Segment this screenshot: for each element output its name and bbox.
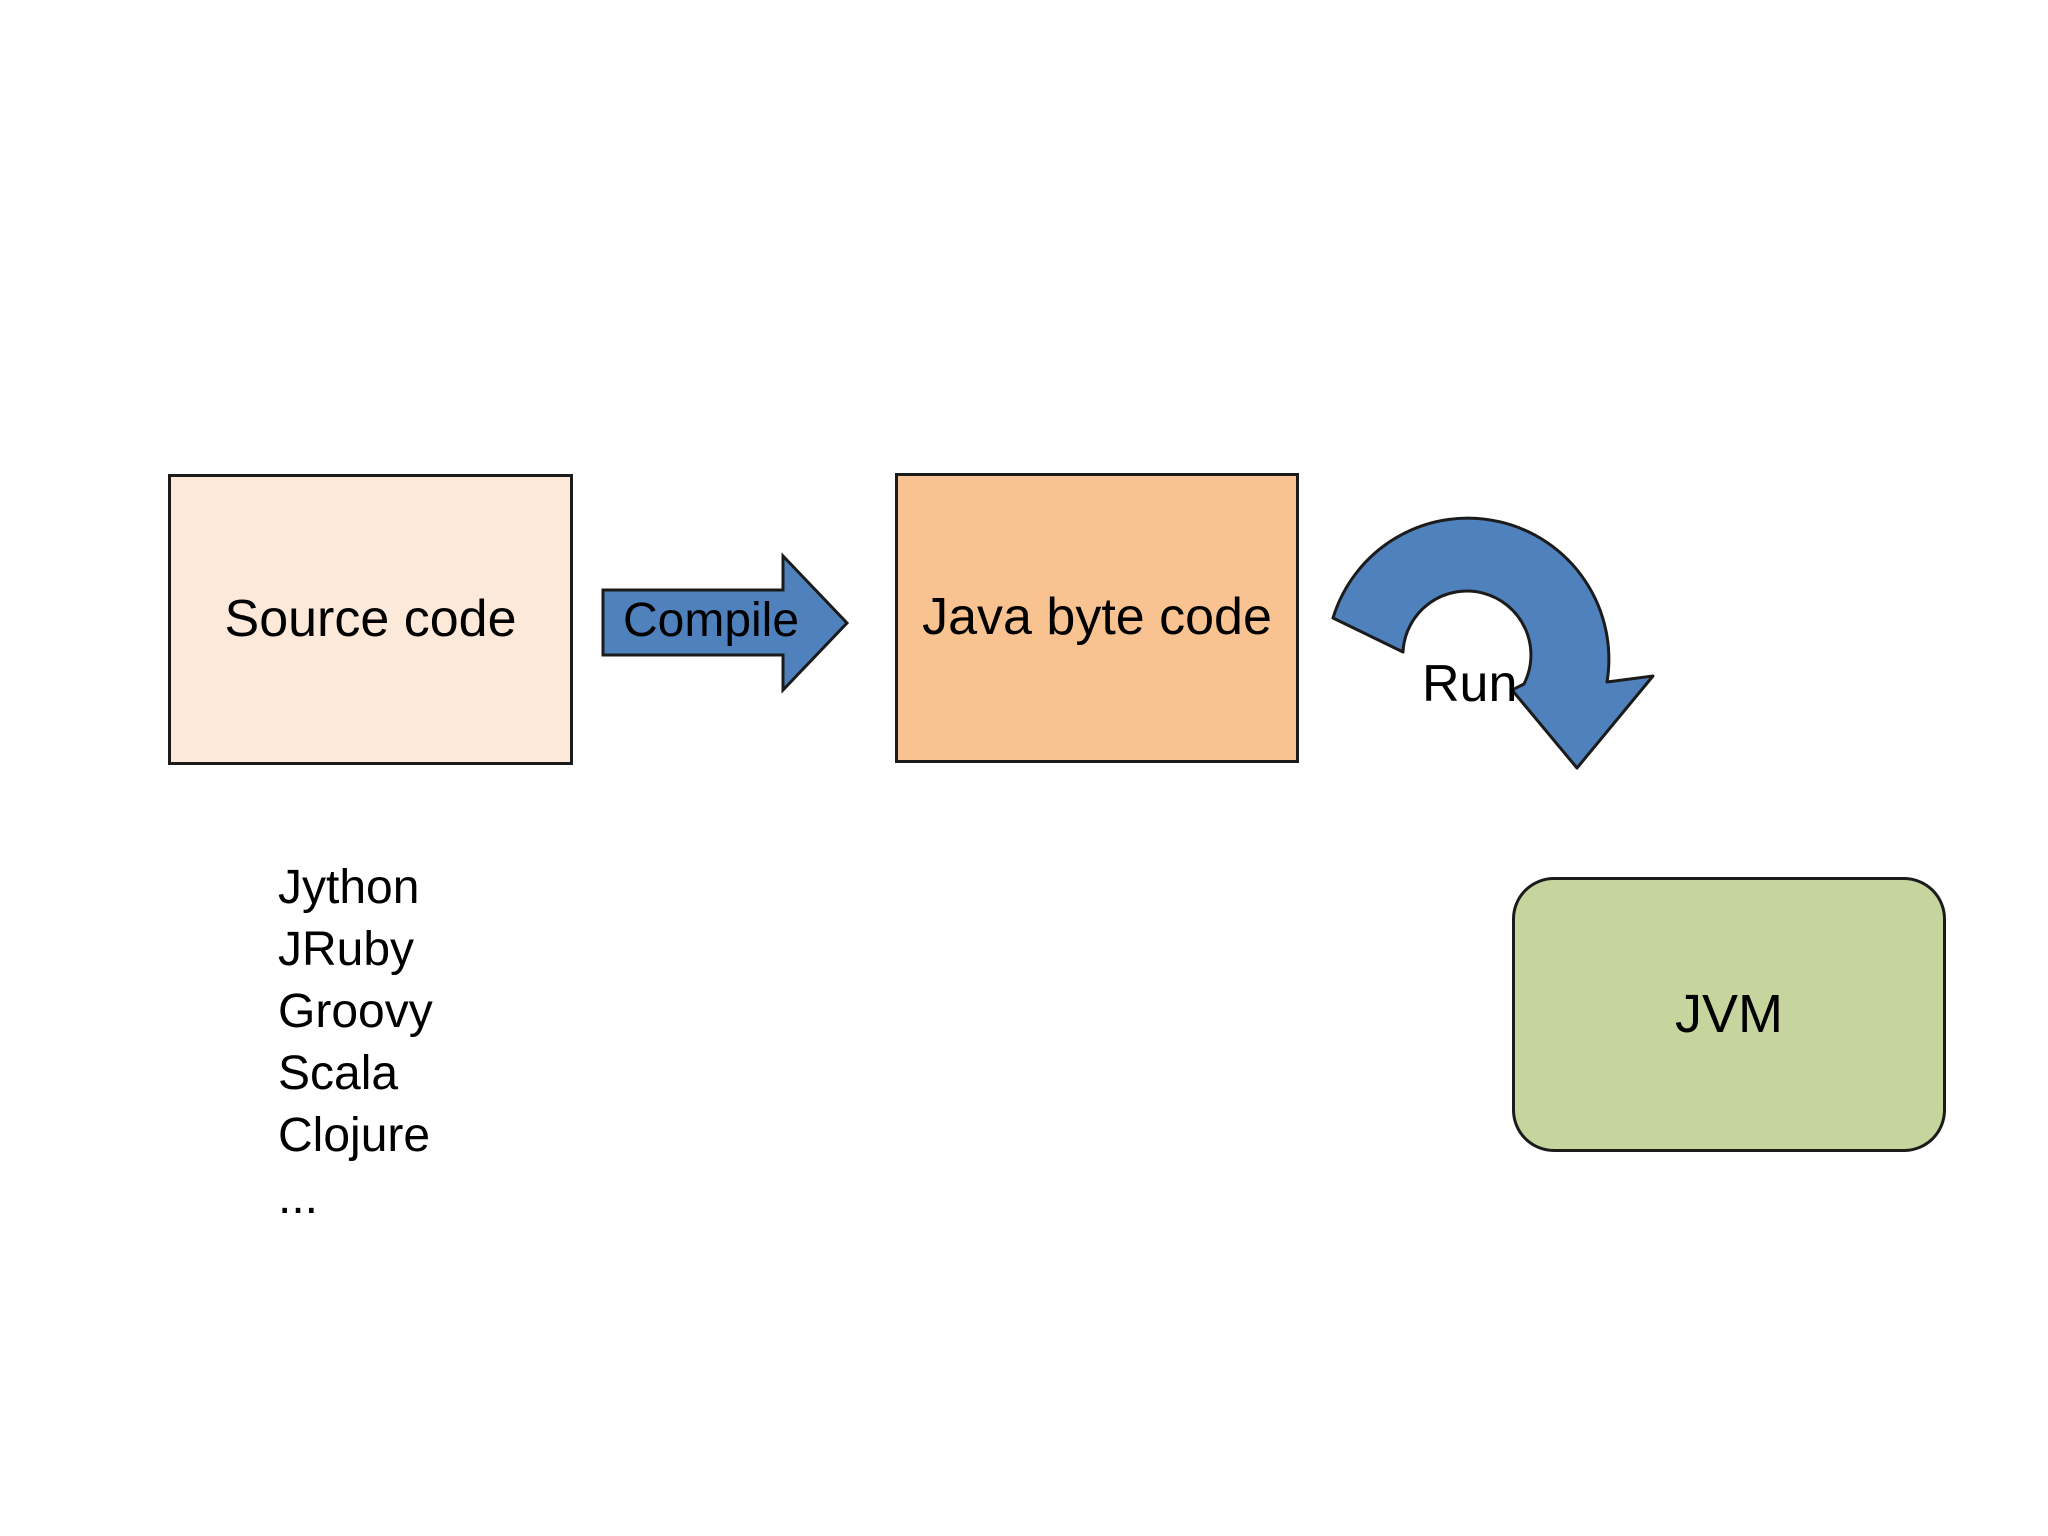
language-item: Groovy bbox=[278, 985, 433, 1038]
language-item: ... bbox=[278, 1171, 319, 1224]
source-code-label: Source code bbox=[224, 589, 517, 648]
jvm-label: JVM bbox=[1675, 983, 1783, 1044]
language-item: Clojure bbox=[278, 1109, 431, 1162]
run-arrow-shape bbox=[1331, 516, 1655, 770]
language-item: Jython bbox=[278, 861, 420, 914]
source-code-box: Source code bbox=[168, 474, 573, 765]
jvm-box: JVM bbox=[1512, 877, 1946, 1152]
java-byte-code-label: Java byte code bbox=[922, 588, 1272, 647]
java-byte-code-box: Java byte code bbox=[895, 473, 1299, 763]
language-item: Scala bbox=[278, 1047, 399, 1100]
language-item: JRuby bbox=[278, 923, 415, 976]
compile-arrow-label: Compile bbox=[622, 594, 800, 647]
run-arrow-label: Run bbox=[1422, 655, 1518, 713]
jvm-languages-list: Jython JRuby Groovy Scala Clojure ... bbox=[278, 857, 433, 1229]
